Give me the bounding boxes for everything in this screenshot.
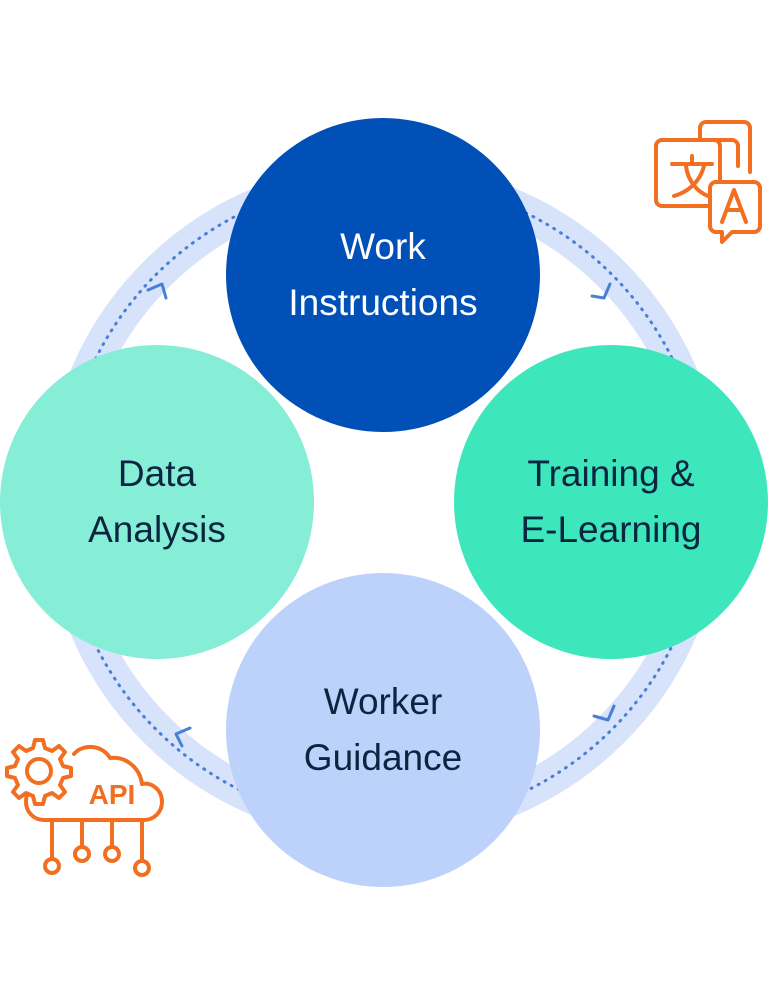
node-label: Data bbox=[117, 453, 197, 494]
arrow-icon bbox=[146, 282, 168, 300]
api-label: API bbox=[89, 779, 136, 810]
node-label: Training & bbox=[527, 453, 695, 494]
node-label: Analysis bbox=[88, 509, 226, 550]
arrow-icon bbox=[174, 726, 192, 748]
node-label: Guidance bbox=[303, 737, 463, 778]
node-training-e-learning: Training & E-Learning bbox=[454, 345, 768, 659]
arrow-icon bbox=[590, 282, 612, 300]
translate-icon bbox=[654, 120, 762, 244]
node-label: E-Learning bbox=[520, 509, 702, 550]
node-label: Worker bbox=[323, 681, 443, 722]
node-label: Instructions bbox=[288, 282, 478, 323]
arrow-icon bbox=[592, 704, 616, 722]
api-cloud-icon: API bbox=[5, 738, 164, 877]
node-label: Work bbox=[340, 226, 426, 267]
